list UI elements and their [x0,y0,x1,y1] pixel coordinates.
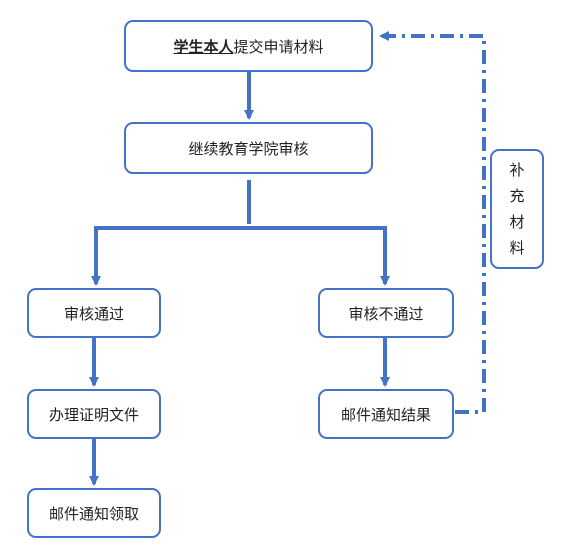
node-issue-documents-text: 办理证明文件 [48,405,139,424]
node-approved: 审核通过 [27,288,161,338]
supplement-char: 补 [509,161,525,179]
node-issue-documents: 办理证明文件 [27,389,161,439]
node-submit-emphasis: 学生本人 [173,37,234,56]
node-rejected-text: 审核不通过 [348,304,424,323]
node-college-review: 继续教育学院审核 [124,122,373,174]
resubmit-loop [379,31,486,414]
node-mail-pickup: 邮件通知领取 [27,488,161,538]
supplement-char: 充 [509,187,525,205]
node-mail-result-text: 邮件通知结果 [340,405,431,424]
node-supplement-materials: 补 充 材 料 [490,149,544,269]
node-college-review-text: 继续教育学院审核 [188,139,309,158]
node-mail-pickup-text: 邮件通知领取 [48,504,139,523]
supplement-char: 料 [509,239,525,257]
node-submit-text: 提交申请材料 [233,37,324,56]
supplement-char: 材 [509,213,525,231]
node-rejected: 审核不通过 [318,288,454,338]
node-approved-text: 审核通过 [63,304,124,323]
node-submit-application: 学生本人提交申请材料 [124,20,373,72]
node-mail-result: 邮件通知结果 [318,389,454,439]
